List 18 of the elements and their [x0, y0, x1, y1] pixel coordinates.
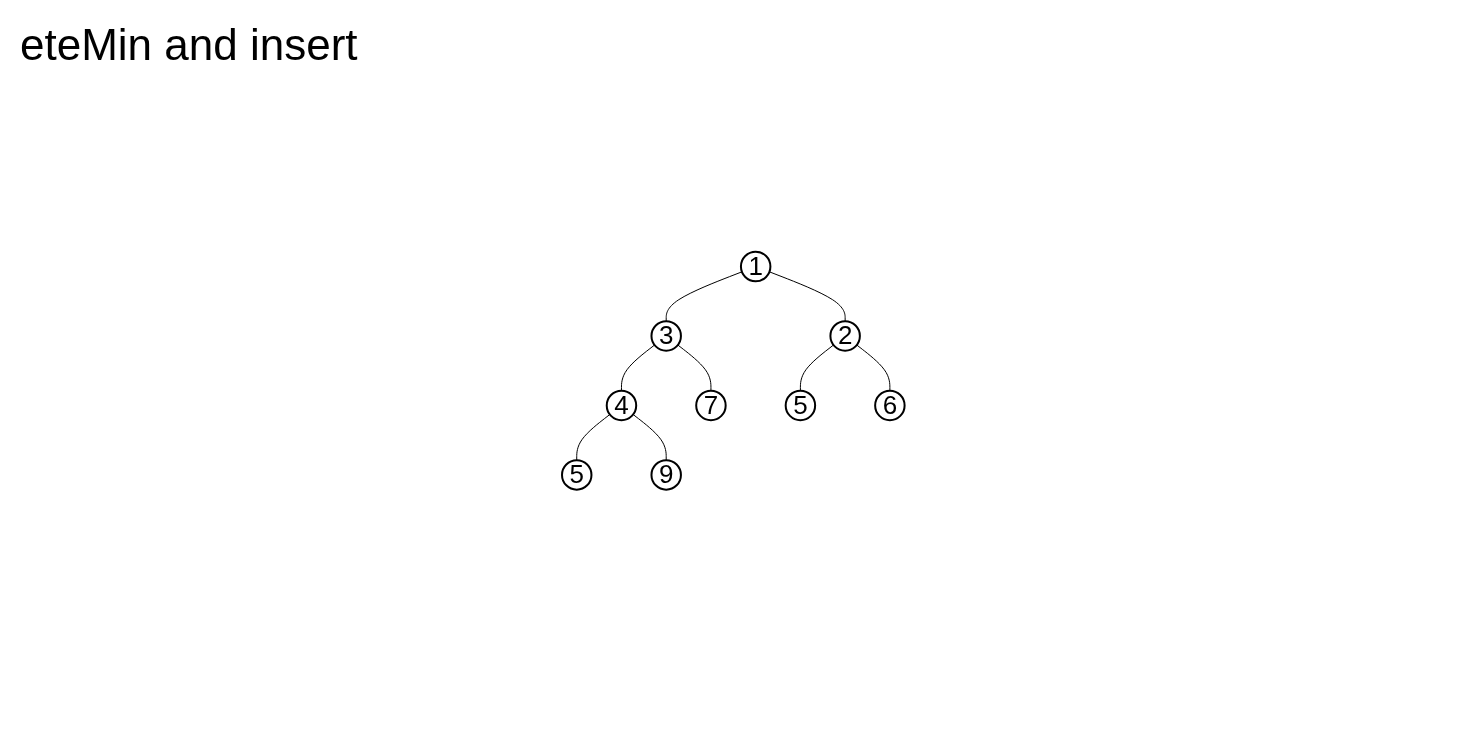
connector — [621, 344, 656, 391]
connector — [800, 344, 835, 391]
title-text: eteMin and insert — [20, 20, 358, 70]
node-circle: 2 — [829, 320, 862, 352]
node-circle: 4 — [605, 389, 638, 421]
node-circle: 9 — [650, 458, 683, 491]
node-circle: 7 — [695, 389, 727, 421]
connector — [856, 344, 891, 391]
connector — [576, 413, 611, 461]
node-circle: 5 — [784, 389, 817, 421]
connector — [769, 271, 846, 322]
node-circle: 5 — [561, 458, 593, 491]
connector — [632, 413, 667, 461]
node-circle: 3 — [650, 320, 683, 352]
connector — [665, 271, 743, 322]
node-circle: 1 — [740, 250, 772, 283]
connector — [677, 344, 712, 391]
node-circle: 6 — [874, 389, 906, 421]
